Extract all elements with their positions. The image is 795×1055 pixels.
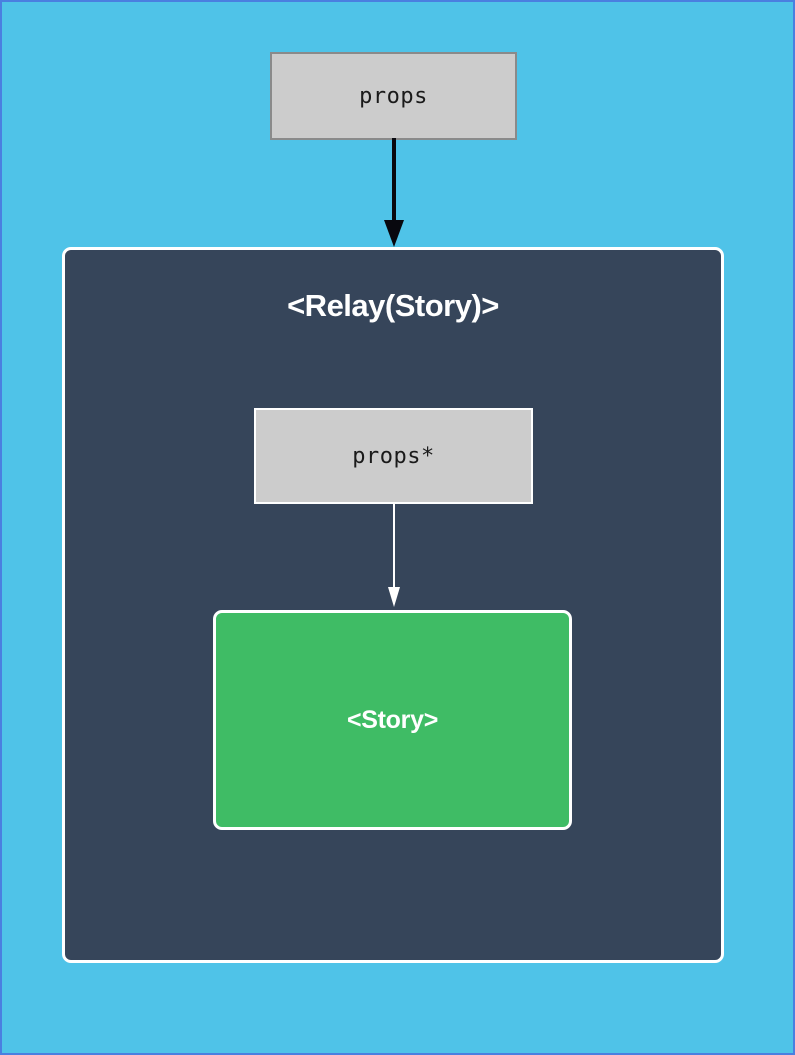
node-props-outer-label: props xyxy=(359,83,428,109)
node-relay-story-container[interactable]: <Relay(Story)> xyxy=(62,247,724,963)
node-props-outer[interactable]: props xyxy=(270,52,517,140)
node-story[interactable]: <Story> xyxy=(213,610,572,830)
node-props-inner[interactable]: props* xyxy=(254,408,533,504)
node-story-label: <Story> xyxy=(346,705,438,734)
edge-props-to-relay-arrow xyxy=(384,138,404,247)
relay-story-title: <Relay(Story)> xyxy=(287,288,499,323)
node-props-inner-label: props* xyxy=(352,443,435,469)
